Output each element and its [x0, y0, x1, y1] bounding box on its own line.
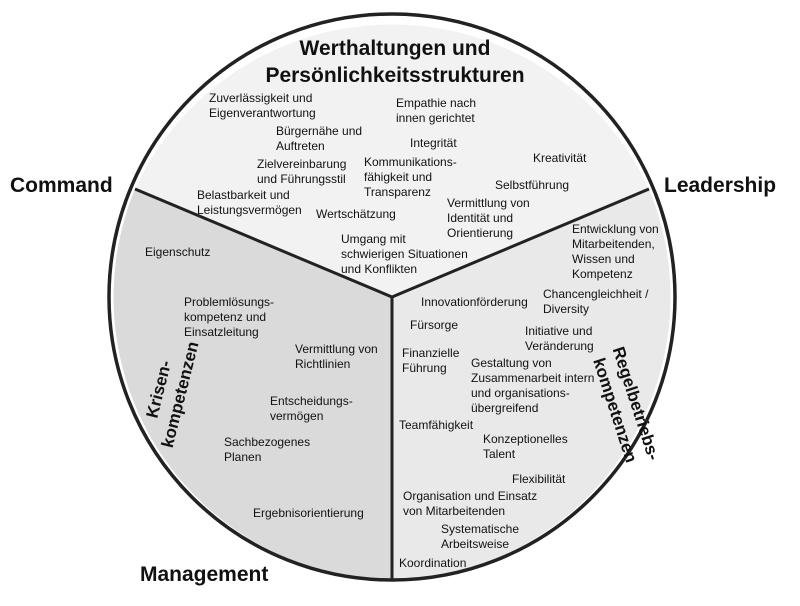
item: Belastbarkeit und Leistungsvermögen: [197, 188, 302, 217]
item: Umgang mit schwierigen Situationen und K…: [341, 232, 468, 276]
item: Ergebnisorientierung: [253, 506, 364, 520]
item: Flexibilität: [512, 472, 566, 486]
top-sector: [135, 24, 649, 297]
item: Empathie nach innen gerichtet: [396, 96, 477, 125]
item: Konzeptionelles Talent: [483, 432, 568, 461]
item: Entwicklung von Mitarbeitenden, Wissen u…: [572, 222, 659, 281]
top-section-title: Werthaltungen und Persönlichkeitsstruktu…: [265, 37, 525, 87]
item: Zuverlässigkeit und Eigenverantwortung: [209, 91, 316, 120]
item: Koordination: [399, 556, 467, 570]
item: Initiative und Veränderung: [525, 324, 594, 353]
item: Teamfähigkeit: [399, 418, 474, 432]
item: Chancengleichheit / Diversity: [543, 287, 649, 316]
item: Entscheidungs- vermögen: [270, 394, 353, 423]
item: Kreativität: [533, 151, 587, 165]
item: Vermittlung von Identität und Orientieru…: [447, 196, 530, 240]
item: Bürgernähe und Auftreten: [276, 124, 363, 153]
item: Selbstführung: [495, 178, 570, 192]
item: Sachbezogenes Planen: [224, 435, 311, 464]
right-sector: [392, 189, 671, 580]
item: Kommunikations- fähigkeit und Transparen…: [364, 155, 457, 199]
item: Eigenschutz: [145, 245, 211, 259]
divider-right: [391, 187, 650, 299]
item: Finanzielle Führung: [402, 346, 460, 375]
corner-label-leadership: Leadership: [664, 174, 777, 197]
item: Integrität: [410, 136, 457, 150]
divider-left: [134, 187, 393, 299]
item: Vermittlung von Richtlinien: [295, 342, 378, 371]
item: Zielvereinbarung und Führungsstil: [257, 157, 347, 186]
item: Systematische Arbeitsweise: [441, 522, 520, 551]
item: Wertschätzung: [316, 207, 396, 221]
item: Fürsorge: [410, 318, 459, 332]
left-sector: [113, 189, 392, 580]
corner-label-command: Command: [10, 174, 113, 197]
item: Innovationförderung: [421, 295, 528, 309]
corner-label-management: Management: [140, 563, 269, 586]
item: Problemlösungs- kompetenz und Einsatzlei…: [184, 295, 275, 339]
item: Organisation und Einsatz von Mitarbeiten…: [403, 489, 538, 518]
item: Gestaltung von Zusammenarbeit intern und…: [471, 356, 595, 415]
